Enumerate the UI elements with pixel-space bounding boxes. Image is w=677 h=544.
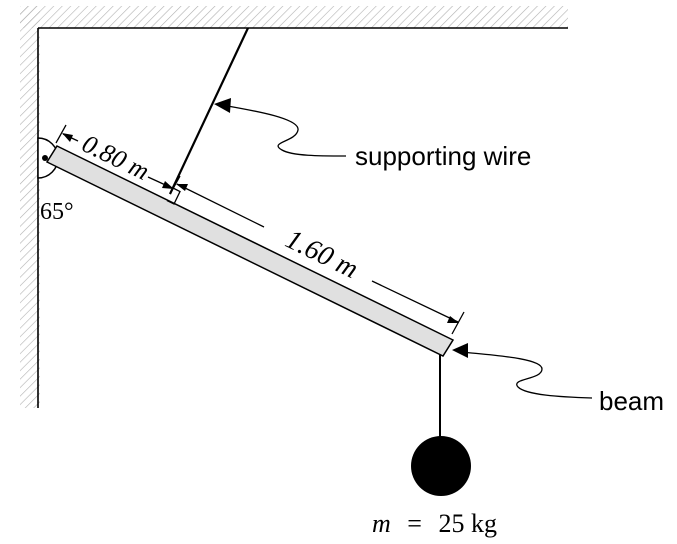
mass-equals: = <box>407 509 422 538</box>
mass-value: 25 kg <box>438 509 497 538</box>
dim-tick-mid <box>169 175 181 195</box>
wire-callout-arrowhead <box>214 98 231 113</box>
mass-label: m = 25 kg <box>372 509 497 538</box>
wall-hatch <box>20 6 40 408</box>
beam-callout-arrowhead <box>452 343 468 358</box>
mass-ball <box>411 436 471 496</box>
mass-symbol: m <box>372 509 391 538</box>
dim-tick-left <box>55 124 67 144</box>
dim-short-arrowhead-left <box>62 133 73 142</box>
dim-short-arrowhead-right <box>162 181 174 189</box>
right-angle-marker <box>166 187 181 205</box>
wire-label: supporting wire <box>355 141 531 171</box>
ceiling-hatch <box>20 6 568 28</box>
dim-long-arrowhead-right <box>447 316 459 323</box>
beam-callout-line <box>461 351 593 399</box>
wire-callout-line <box>221 104 347 157</box>
dim-long-arrowhead-left <box>176 184 188 191</box>
dim-long-arrow-left <box>176 183 265 228</box>
supporting-wire <box>169 27 249 195</box>
beam-label: beam <box>599 386 664 416</box>
dim-long-arrow-right <box>371 280 459 323</box>
beam <box>45 145 455 357</box>
hinge-pin <box>42 155 48 161</box>
angle-label: 65° <box>40 199 74 225</box>
